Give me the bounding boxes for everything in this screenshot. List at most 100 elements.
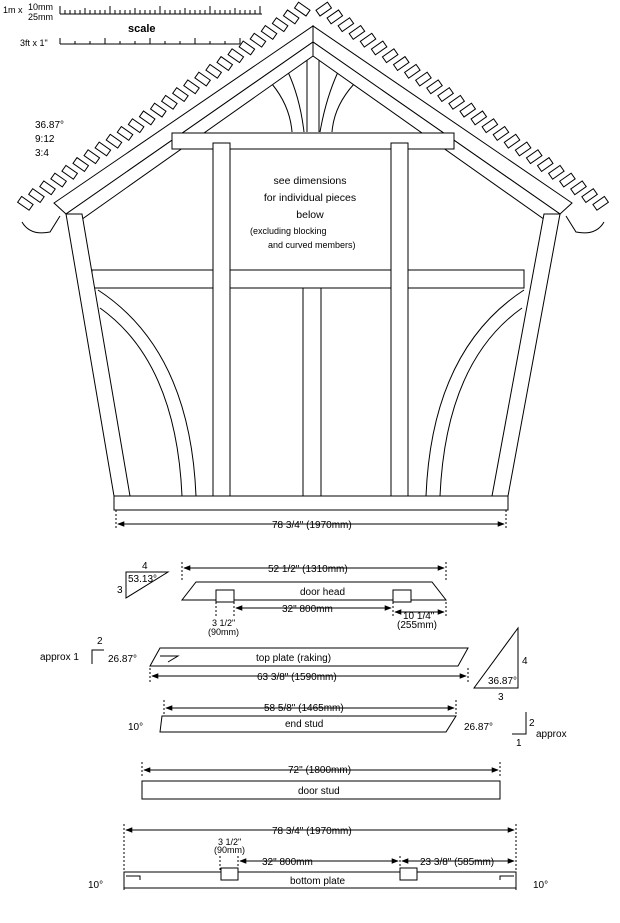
roof-tile	[216, 55, 234, 72]
door-head-right-b: (255mm)	[397, 620, 437, 631]
bottom-plate-piece: 78 3/4" (1970mm) 3 1/2" (90mm) 32" 800mm…	[88, 824, 548, 891]
note-panel	[236, 158, 386, 268]
door-stud-label: door stud	[298, 786, 340, 797]
scale-title: scale	[128, 23, 156, 35]
bottom-plate-left-a: 3 1/2"	[218, 837, 241, 847]
roof-tile	[514, 141, 532, 157]
roof-tile	[381, 48, 399, 64]
top-plate-angle: 26.87°	[108, 654, 137, 665]
bottom-plate-label: bottom plate	[290, 876, 345, 887]
end-stud-label: end stud	[285, 719, 323, 730]
scale-metric-ticks	[59, 6, 261, 14]
end-stud-piece: 58 5/8" (1465mm) 10° end stud 26.87° 2 1…	[128, 700, 567, 749]
roof-tile	[359, 32, 377, 48]
bottom-plate-notch-left	[220, 867, 239, 881]
note-line-5: and curved members)	[268, 240, 356, 250]
sill-beam	[113, 495, 509, 511]
door-head-notch-left	[215, 589, 235, 603]
roof-tile	[171, 87, 189, 103]
roof-tile	[326, 9, 344, 25]
apex-brace-left-inner	[287, 71, 305, 133]
end-stud-length: 58 5/8" (1465mm)	[264, 703, 344, 714]
eave-curl-right	[565, 215, 605, 234]
door-stud-length: 72" (1800mm)	[288, 765, 351, 776]
scale-bar: 1m x 10mm 25mm scale 3ft x 1"	[3, 2, 262, 48]
note-line-1: see dimensions	[274, 175, 347, 187]
triangle-small-angle: 53.13°	[128, 574, 157, 585]
roof-tiles-left	[16, 1, 311, 211]
end-stud-timber	[159, 715, 457, 733]
roof-pitch-ratio-a: 9:12	[35, 134, 55, 145]
roof-tile	[127, 118, 145, 134]
roof-tile	[315, 1, 333, 17]
scale-metric-top: 10mm	[28, 2, 53, 12]
roof-tile	[448, 94, 466, 110]
roof-tile	[105, 133, 123, 149]
roof-tile	[403, 63, 421, 79]
roof-tile	[72, 156, 90, 173]
roof-tile	[83, 149, 101, 165]
roof-tile	[570, 180, 587, 196]
roof-tile	[348, 24, 366, 41]
roof-tile	[392, 55, 410, 72]
lower-brace-right-outer	[425, 289, 525, 497]
apex-brace-right-outer	[331, 83, 355, 133]
bottom-plate-left-angle: 10°	[88, 880, 103, 891]
door-head-label: door head	[300, 587, 345, 598]
door-head-left-b: (90mm)	[208, 627, 239, 637]
roof-tile	[260, 24, 278, 41]
roof-tile	[238, 40, 256, 56]
end-stud-two: 2	[529, 718, 535, 729]
bottom-plate-right: 23 3/8" (585mm)	[420, 857, 494, 868]
scale-imperial: 3ft x 1"	[20, 38, 48, 48]
apex-brace-left-outer	[271, 83, 293, 133]
collar-beam	[171, 132, 455, 150]
roof-tile	[492, 125, 510, 142]
roof-tile	[558, 172, 576, 188]
roof-tile	[227, 48, 245, 64]
roof-tile	[481, 118, 499, 134]
roof-tile	[39, 180, 56, 196]
scale-metric-prefix: 1m x	[3, 5, 23, 15]
door-stud-timber	[141, 780, 501, 800]
roof-tile	[149, 102, 167, 118]
roof-tile	[337, 17, 355, 33]
roof-tiles-right	[315, 1, 610, 211]
end-stud-left-angle: 10°	[128, 722, 143, 733]
note-line-4: (excluding blocking	[250, 226, 327, 236]
bottom-plate-joint-right	[499, 875, 514, 880]
end-stud-one: 1	[516, 738, 522, 749]
roof-tile	[50, 172, 68, 188]
roof-tile	[437, 87, 455, 103]
apex-brace-right-inner	[319, 71, 339, 133]
bottom-plate-left-b: (90mm)	[214, 845, 245, 855]
roof-tile	[160, 94, 178, 110]
door-head-right-a: 10 1/4"	[403, 611, 435, 622]
centre-mullion	[302, 287, 322, 497]
roof-pitch-note: 36.87° 9:12 3:4	[35, 120, 64, 159]
lower-brace-left-outer	[97, 289, 197, 497]
roof-tile	[249, 32, 267, 48]
roof-pitch-ratio-b: 3:4	[35, 148, 49, 159]
bottom-plate-between: 32" 800mm	[262, 857, 313, 868]
door-stud-right	[390, 142, 409, 504]
note-line-3: below	[296, 209, 324, 221]
triangle-large-angle: 36.87°	[488, 676, 517, 687]
roof-tile	[116, 125, 134, 142]
roof-tile	[61, 164, 79, 180]
roof-tile	[426, 79, 443, 95]
door-head-timber	[180, 581, 448, 601]
roof-tile	[414, 71, 432, 87]
roof-tile	[547, 164, 565, 180]
bottom-plate-length: 78 3/4" (1970mm)	[272, 826, 352, 837]
triangle-small-top: 4	[142, 561, 148, 572]
triangle-large-right: 4	[522, 656, 528, 667]
door-head-notch-right	[392, 589, 412, 603]
end-stud-right	[491, 213, 561, 497]
door-head-left-a: 3 1/2"	[212, 618, 235, 628]
lower-brace-right-inner	[439, 307, 523, 497]
top-plate-length: 63 3/8" (1590mm)	[257, 672, 337, 683]
frame-elevation: see dimensions for individual pieces bel…	[16, 1, 610, 531]
roof-tile	[205, 63, 223, 79]
